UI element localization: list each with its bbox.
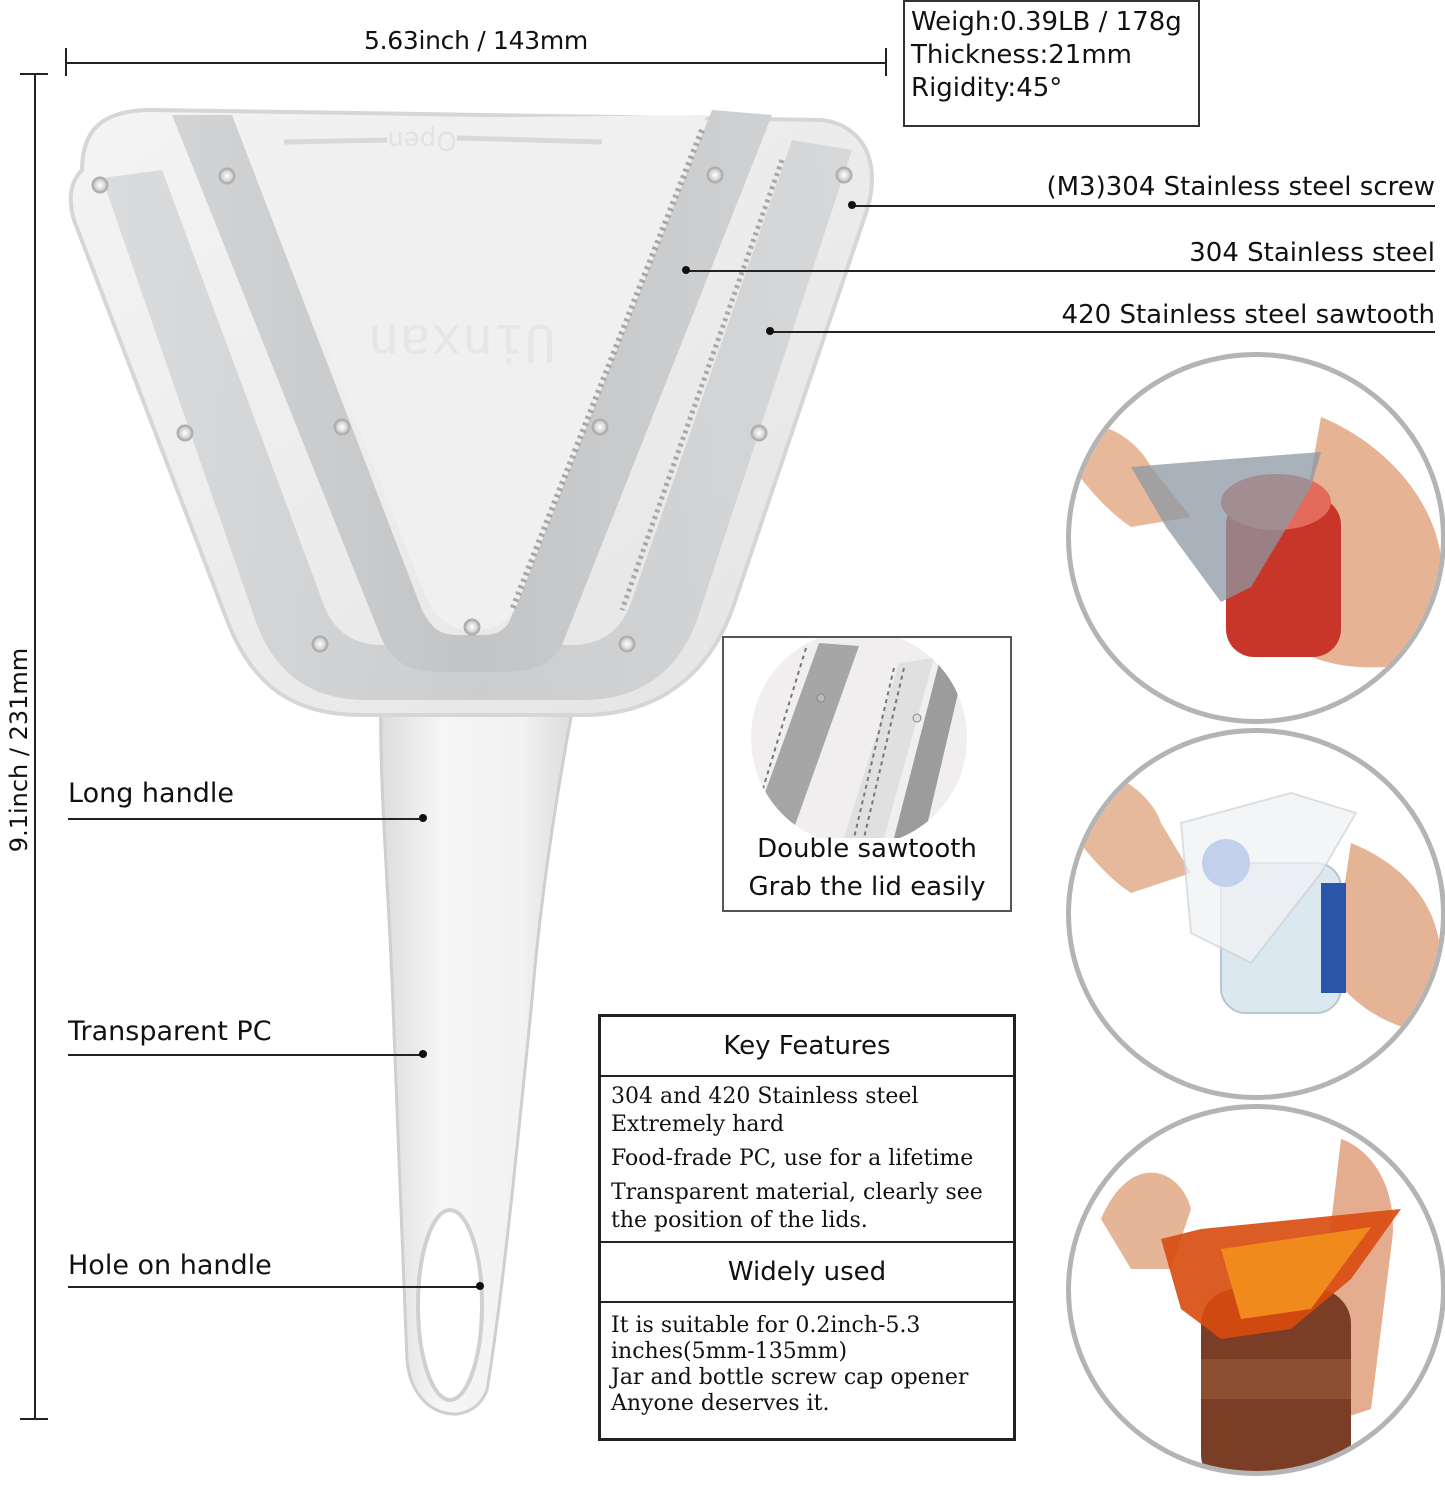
callout-screw-line <box>852 205 1435 207</box>
inset-caption: Double sawtooth Grab the lid easily <box>724 830 1010 906</box>
callout-420-sawtooth-line <box>770 331 1435 333</box>
widely-used-item: inches(5mm-135mm) <box>611 1339 848 1364</box>
height-dimension-text: 9.1inch / 231mm <box>5 647 33 853</box>
spec-thickness: Thickness:21mm <box>911 40 1132 70</box>
widely-used-item: Anyone deserves it. <box>611 1391 830 1416</box>
width-dimension-line <box>66 62 886 64</box>
callout-304-steel: 304 Stainless steel <box>1189 238 1435 268</box>
usage-photo-grey-opener <box>1066 352 1445 724</box>
callout-304-steel-line <box>686 270 1435 272</box>
callout-420-sawtooth-dot <box>766 327 774 335</box>
inset-caption-line1: Double sawtooth <box>757 834 977 864</box>
label-hole-on-handle-dot <box>476 1282 484 1290</box>
jar-opener-illustration: Open Uinxan <box>68 107 874 1416</box>
key-features-title: Key Features <box>601 1017 1013 1077</box>
label-transparent-pc: Transparent PC <box>68 1016 272 1047</box>
key-feature-item: Food-frade PC, use for a lifetime <box>611 1146 974 1171</box>
widely-used-item: Jar and bottle screw cap opener <box>611 1365 969 1390</box>
width-dimension-tick-right <box>885 48 887 76</box>
label-hole-on-handle-line <box>68 1286 481 1288</box>
inset-caption-line2: Grab the lid easily <box>748 872 986 902</box>
label-hole-on-handle: Hole on handle <box>68 1250 272 1281</box>
label-long-handle-dot <box>419 814 427 822</box>
callout-304-steel-dot <box>682 266 690 274</box>
callout-screw: (M3)304 Stainless steel screw <box>1046 172 1435 202</box>
double-sawtooth-inset: Double sawtooth Grab the lid easily <box>722 636 1012 912</box>
usage-illustration-1 <box>1071 417 1441 668</box>
widely-used-list: It is suitable for 0.2inch-5.3 inches(5m… <box>601 1303 1013 1423</box>
height-dimension-tick-top <box>20 73 48 75</box>
embossed-brand-text: Uinxan <box>368 312 556 372</box>
label-transparent-pc-dot <box>419 1050 427 1058</box>
callout-screw-dot <box>848 201 856 209</box>
spec-rigidity: Rigidity:45° <box>911 73 1063 103</box>
jar-opener-product-image: Open Uinxan <box>62 100 892 1440</box>
height-dimension-tick-bottom <box>20 1418 48 1420</box>
key-features-list: 304 and 420 Stainless steel Extremely ha… <box>601 1077 1013 1243</box>
usage-photo-orange-opener <box>1066 1104 1445 1476</box>
label-long-handle-line <box>68 818 424 820</box>
embossed-open-text: Open <box>387 125 456 155</box>
key-feature-item: Transparent material, clearly see <box>611 1180 983 1205</box>
width-dimension-label: 5.63inch / 143mm <box>364 26 588 55</box>
usage-illustration-3 <box>1101 1139 1401 1471</box>
key-feature-item: the position of the lids. <box>611 1208 868 1233</box>
widely-used-item: It is suitable for 0.2inch-5.3 <box>611 1313 921 1338</box>
label-long-handle: Long handle <box>68 778 234 809</box>
key-feature-item: Extremely hard <box>611 1112 785 1137</box>
usage-illustration-2 <box>1071 771 1441 1033</box>
key-feature-item: 304 and 420 Stainless steel <box>611 1084 919 1109</box>
spec-weight: Weigh:0.39LB / 178g <box>911 7 1182 37</box>
label-transparent-pc-line <box>68 1054 424 1056</box>
height-dimension-label: 9.1inch / 231mm <box>4 630 34 870</box>
usage-photo-clear-opener <box>1066 728 1445 1100</box>
width-dimension-tick-left <box>65 48 67 76</box>
sawtooth-closeup-image <box>751 638 967 838</box>
callout-420-sawtooth: 420 Stainless steel sawtooth <box>1061 300 1435 330</box>
spec-box: Weigh:0.39LB / 178g Thickness:21mm Rigid… <box>903 0 1200 127</box>
height-dimension-line <box>34 74 36 1420</box>
widely-used-title: Widely used <box>601 1243 1013 1303</box>
features-table: Key Features 304 and 420 Stainless steel… <box>598 1014 1016 1441</box>
